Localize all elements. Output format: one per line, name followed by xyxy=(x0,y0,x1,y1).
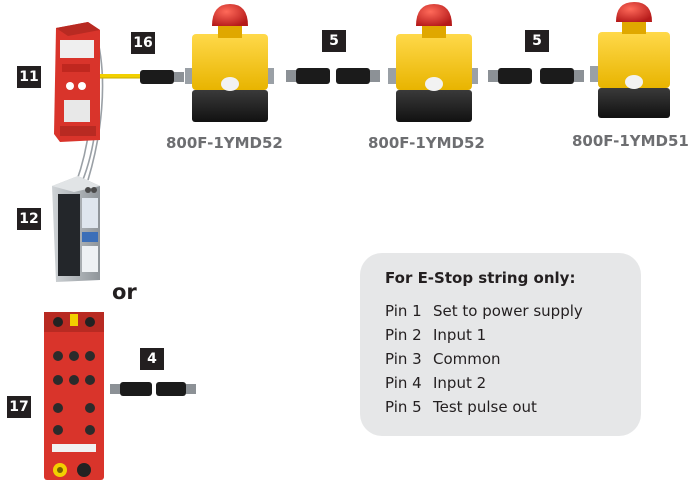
tag-safety-relay: 11 xyxy=(17,66,41,88)
or-label: or xyxy=(112,280,137,304)
pin-row: Pin 1 Set to power supply xyxy=(385,299,583,323)
pin-function: Set to power supply xyxy=(433,302,583,320)
pin-row: Pin 4 Input 2 xyxy=(385,371,583,395)
yellow-cable xyxy=(100,74,140,79)
pin-row: Pin 2 Input 1 xyxy=(385,323,583,347)
pin-function: Common xyxy=(433,350,501,368)
pin-number: Pin 3 xyxy=(385,350,422,368)
estop-model-label-2: 800F-1YMD52 xyxy=(368,134,485,152)
pin-function: Test pulse out xyxy=(433,398,537,416)
tag-cable-estop-1: 5 xyxy=(322,30,346,52)
cable-connector-4 xyxy=(110,382,196,396)
tag-io-block: 17 xyxy=(7,396,31,418)
tag-power-supply: 12 xyxy=(17,208,41,230)
estop-station-1 xyxy=(185,4,274,122)
pin-row: Pin 3 Common xyxy=(385,347,583,371)
pin-number: Pin 1 xyxy=(385,302,422,320)
cable-connector-5a xyxy=(286,68,380,84)
tag-cable-estop-2: 5 xyxy=(525,30,549,52)
cable-connector-5b xyxy=(488,68,584,84)
io-block xyxy=(44,312,104,480)
pin-info-title: For E-Stop string only: xyxy=(385,269,576,287)
pin-number: Pin 5 xyxy=(385,398,422,416)
pin-number: Pin 4 xyxy=(385,374,422,392)
cable-connector-16 xyxy=(140,70,184,84)
pin-list: Pin 1 Set to power supply Pin 2 Input 1 Pi… xyxy=(385,299,583,419)
pin-row: Pin 5 Test pulse out xyxy=(385,395,583,419)
estop-station-3 xyxy=(590,2,670,118)
power-supply xyxy=(52,176,100,282)
pin-number: Pin 2 xyxy=(385,326,422,344)
estop-station-2 xyxy=(388,4,478,122)
pin-function: Input 2 xyxy=(433,374,487,392)
estop-model-label-3: 800F-1YMD51 xyxy=(572,132,689,150)
tag-cable-io: 4 xyxy=(140,348,164,370)
pin-function: Input 1 xyxy=(433,326,487,344)
tag-cable-relay: 16 xyxy=(131,32,155,54)
estop-model-label-1: 800F-1YMD52 xyxy=(166,134,283,152)
pin-info-box: For E-Stop string only: Pin 1 Set to powe… xyxy=(360,253,641,436)
safety-relay xyxy=(54,22,100,142)
